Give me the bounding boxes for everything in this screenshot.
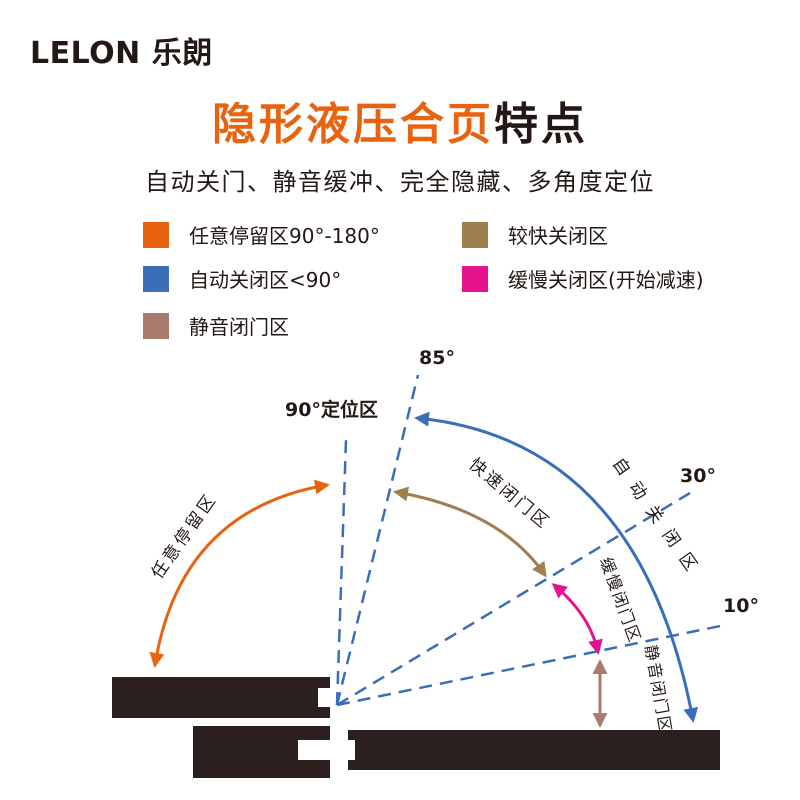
label-zone-silent-close: 静音闭门区 (641, 643, 675, 735)
line-85-degree (335, 374, 420, 706)
frame-panel-lower (193, 726, 720, 778)
arc-auto-close (414, 411, 699, 723)
brand-logo: LELON 乐朗 (30, 36, 213, 71)
arc-free-stop (149, 479, 330, 668)
page-title: 隐形液压合页特点 (0, 88, 800, 152)
door-panel-upper (112, 677, 330, 718)
legend-label: 任意停留区90°-180° (189, 224, 380, 248)
title-rest: 特点 (494, 99, 588, 150)
legend-swatch (143, 221, 169, 248)
label-85-degree: 85° (419, 347, 455, 369)
label-10-degree: 10° (723, 595, 759, 617)
label-30-degree: 30° (680, 465, 716, 487)
legend-item-silent-close: 静音闭门区 (143, 311, 289, 340)
line-30-degree (336, 491, 691, 707)
legend-item-auto-close: 自动关闭区<90° (143, 264, 341, 293)
legend-label: 静音闭门区 (189, 315, 289, 339)
legend-label: 自动关闭区<90° (189, 268, 342, 292)
legend-item-free-stop: 任意停留区90°-180° (143, 220, 380, 249)
legend-item-fast-close: 较快关闭区 (462, 220, 608, 249)
feature-subtitle: 自动关门、静音缓冲、完全隐藏、多角度定位 (145, 168, 655, 196)
legend-label: 缓慢关闭区(开始减速) (508, 268, 704, 292)
label-90-positioning: 90°定位区 (285, 398, 378, 421)
arc-slow-close (551, 583, 603, 655)
legend-item-slow-close: 缓慢关闭区(开始减速) (462, 264, 704, 293)
legend-swatch (462, 265, 488, 292)
legend-swatch (462, 221, 488, 248)
label-zone-fast-close: 快速闭门区 (465, 455, 554, 535)
label-zone-slow-close: 缓慢闭门区 (596, 555, 645, 646)
label-zone-free-stop: 任意停留区 (148, 489, 222, 582)
legend-label: 较快关闭区 (508, 224, 608, 248)
arc-fast-close (393, 486, 547, 578)
legend-swatch (143, 312, 169, 339)
legend-swatch (143, 265, 169, 292)
title-highlight: 隐形液压合页 (212, 99, 494, 150)
line-90-degree (335, 439, 348, 706)
